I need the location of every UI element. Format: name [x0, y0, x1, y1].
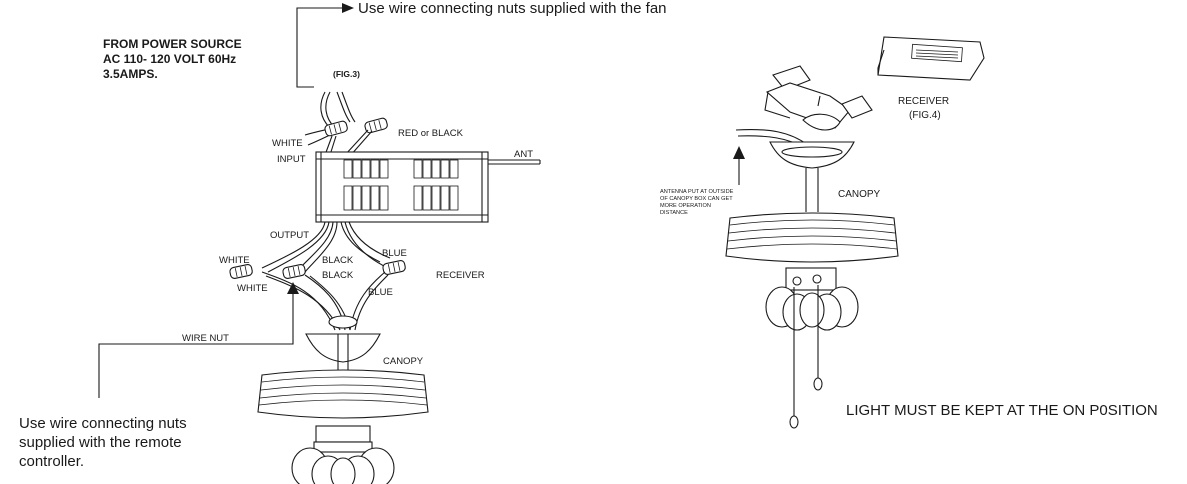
receiver-device: [877, 36, 985, 81]
light-kit-right: [765, 267, 859, 331]
fig3-label: (FIG.3): [333, 69, 360, 79]
fan-canopy: [305, 315, 381, 370]
ant-label: ANT: [514, 149, 533, 160]
receiver-device-grille: [915, 49, 959, 59]
output-wires: [261, 221, 391, 273]
white-input-label: WHITE: [272, 138, 303, 149]
antenna-note-line-4: DISTANCE: [660, 210, 688, 216]
fan-canopy-right: [769, 141, 855, 212]
top-note: Use wire connecting nuts supplied with t…: [358, 0, 667, 17]
light-kit: [291, 441, 395, 484]
antenna-note-line-1: ANTENNA PUT AT OUTSIDE: [660, 189, 734, 195]
receiver-component-group-right: [413, 159, 459, 211]
blue-upper-label: BLUE: [382, 248, 407, 259]
power-source-line-3: 3.5AMPS.: [103, 67, 158, 81]
wire-nut-label: WIRE NUT: [182, 333, 229, 344]
receiver-component-group-left: [343, 159, 389, 211]
power-source-line-1: FROM POWER SOURCE: [103, 37, 242, 51]
fan-motor-housing: [257, 369, 429, 443]
receiver-device-label: RECEIVER: [898, 96, 949, 107]
antenna-note-line-2: OF CANOPY BOX CAN GET: [660, 196, 733, 202]
fan-motor-housing-right: [725, 212, 899, 263]
red-or-black-label: RED or BLACK: [398, 128, 464, 139]
receiver-box: [315, 151, 541, 223]
canopy-right-label: CANOPY: [838, 189, 881, 200]
fig4-label: (FIG.4): [909, 110, 941, 121]
receiver-label: RECEIVER: [436, 270, 485, 281]
fig4-diagram: RECEIVER (FIG.4) ANTENNA PUT AT OUTSIDE …: [660, 36, 1158, 429]
input-label: INPUT: [277, 154, 306, 165]
white-left-label: WHITE: [219, 255, 250, 266]
bottom-note-line-3: controller.: [19, 453, 84, 470]
light-note: LIGHT MUST BE KEPT AT THE ON P0SITION: [846, 402, 1158, 419]
output-label: OUTPUT: [270, 230, 309, 241]
blue-lower-label: BLUE: [368, 287, 393, 298]
black-lower-label: BLACK: [322, 270, 354, 281]
wire-nut-pointer: [98, 282, 299, 398]
power-source-line-2: AC 110- 120 VOLT 60Hz: [103, 52, 236, 66]
bottom-note-line-1: Use wire connecting nuts: [19, 415, 187, 432]
top-note-pointer: [296, 3, 354, 88]
input-wire-nuts: [304, 117, 388, 157]
bottom-note-line-2: supplied with the remote: [19, 434, 182, 451]
fig3-diagram: Use wire connecting nuts supplied with t…: [19, 0, 667, 484]
mounting-bracket: [764, 65, 873, 131]
black-upper-label: BLACK: [322, 255, 354, 266]
white-lower-label: WHITE: [237, 283, 268, 294]
antenna-note-line-3: MORE OPERATION: [660, 203, 711, 209]
pull-chains: [789, 285, 823, 429]
canopy-label: CANOPY: [383, 356, 424, 367]
